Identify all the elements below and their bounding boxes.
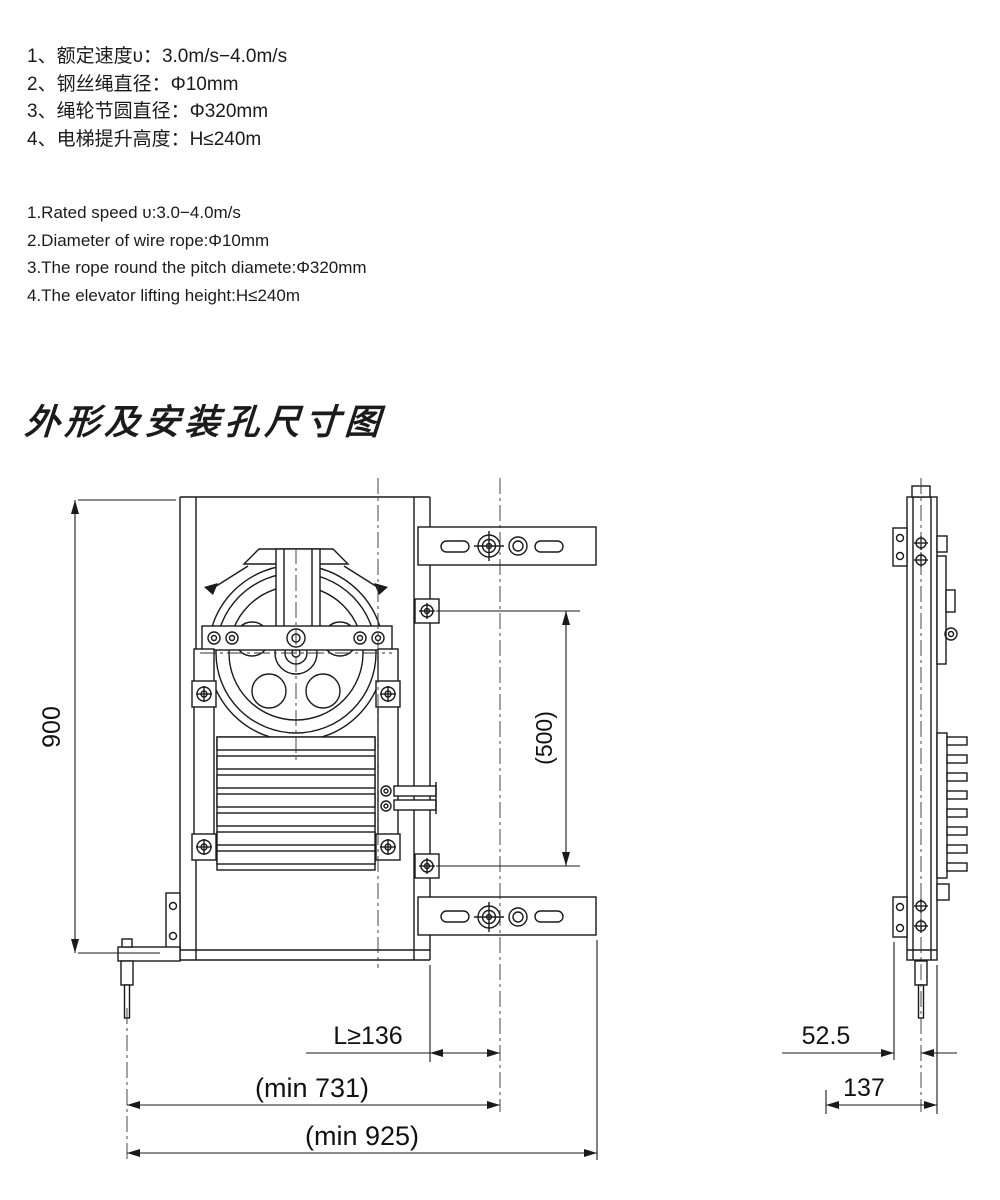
rail-clips	[414, 598, 440, 879]
spec-en-line2: 2.Diameter of wire rope:Φ10mm	[27, 230, 270, 250]
dim-label-52-5: 52.5	[802, 1022, 851, 1050]
spec-en-line4: 4.The elevator lifting height:H≤240m	[27, 285, 300, 305]
spec-cn-line3: 3、绳轮节圆直径：Φ320mm	[27, 101, 269, 122]
side-view	[892, 485, 968, 1019]
dim-min-width-inner: (min 731)	[127, 1073, 500, 1109]
base-foot	[117, 892, 181, 1019]
resistor-grid	[216, 736, 376, 871]
spec-cn-line2: 2、钢丝绳直径：Φ10mm	[27, 73, 239, 95]
front-view	[117, 496, 597, 1019]
spec-cn-line1: 1、额定速度υ：3.0m/s−4.0m/s	[27, 46, 288, 67]
dim-label-500: (500)	[531, 711, 557, 765]
spec-en-line3: 3.The rope round the pitch diamete:Φ320m…	[27, 258, 367, 277]
spec-cn-line4: 4、电梯提升高度：H≤240m	[27, 128, 262, 150]
dim-label-900: 900	[38, 706, 66, 748]
spec-en-line1: 1.Rated speed υ:3.0−4.0m/s	[27, 203, 241, 222]
bearing-beam	[201, 625, 393, 651]
dim-label-min731: (min 731)	[255, 1073, 369, 1103]
mounting-arm-top	[417, 526, 597, 566]
dimensions: 900 (500) L≥136	[38, 499, 957, 1160]
mounting-arm-bottom	[417, 896, 597, 936]
dim-label-137: 137	[843, 1074, 885, 1102]
centerlines	[126, 478, 922, 1160]
specs-chinese: 1、额定速度υ：3.0m/s−4.0m/s 2、钢丝绳直径：Φ10mm 3、绳轮…	[27, 43, 287, 153]
side-plates	[191, 648, 401, 861]
dim-overall-height: 900	[38, 499, 176, 954]
dim-rail-clearance: L≥136	[306, 965, 500, 1062]
dim-rail-clip-span: (500)	[436, 610, 580, 867]
specs-english: 1.Rated speed υ:3.0−4.0m/s 2.Diameter of…	[27, 199, 367, 309]
side-fins	[936, 732, 968, 879]
terminal-tubes	[380, 782, 437, 814]
brake-assembly	[204, 548, 388, 628]
dim-side-offset: 52.5	[782, 942, 957, 1060]
dim-side-depth: 137	[825, 965, 938, 1114]
dim-label-min925: (min 925)	[305, 1121, 419, 1151]
dim-label-l136: L≥136	[333, 1022, 402, 1050]
dim-min-width-overall: (min 925)	[127, 940, 598, 1160]
